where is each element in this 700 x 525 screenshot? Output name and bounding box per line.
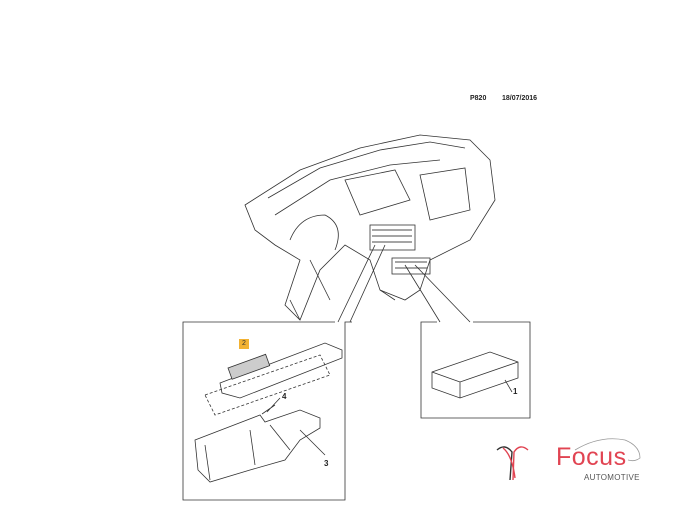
leader-lines [337,244,471,323]
logo-tagline: AUTOMOTIVE [584,473,640,482]
diagram-date: 18/07/2016 [502,95,538,102]
callout-2: 2 [239,339,249,349]
callout-1: 1 [513,387,518,396]
screw-4-drawing [261,397,281,415]
dashboard-drawing [244,134,496,321]
detail-box-left [182,321,352,501]
module-1-drawing [431,351,519,399]
diagram-code: P820 [470,95,487,102]
car-outline-icon [574,438,641,462]
focus-logo-mark [496,446,529,481]
logo-name: Focus [556,443,627,471]
detail-box-right [420,321,531,419]
callout-3: 3 [324,459,329,468]
callout-4: 4 [282,392,287,401]
module-2-drawing [204,342,343,416]
dashboard-module-detail [372,229,427,269]
bracket-3-drawing [194,409,326,483]
